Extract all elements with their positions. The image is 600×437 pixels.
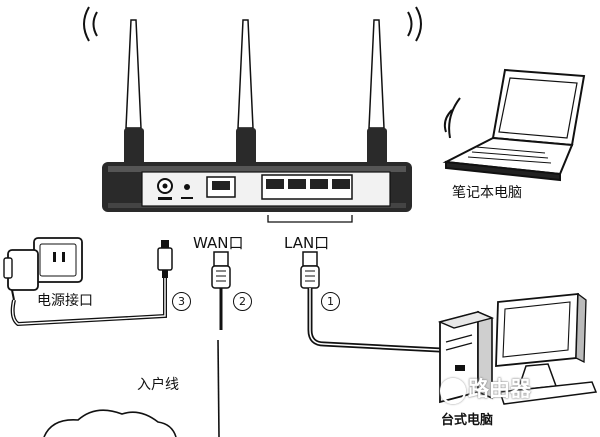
lan-bracket: [267, 215, 353, 223]
wan-port-label: WAN口: [193, 234, 244, 252]
dc-power-plug: [157, 240, 173, 278]
desktop-label: 台式电脑: [441, 413, 494, 428]
step-1-badge: 1: [321, 292, 340, 311]
router-antennas: [124, 19, 387, 166]
desktop-computer-icon: [437, 292, 598, 405]
router: [102, 162, 412, 212]
power-adapter: [3, 237, 167, 327]
watermark-logo-icon: [440, 378, 466, 404]
internet-cloud: [43, 409, 177, 437]
laptop-label: 笔记本电脑: [452, 185, 522, 201]
step-2-badge: 2: [233, 292, 252, 311]
wifi-signal-icon: [83, 6, 422, 42]
entry-line-label: 入户线: [137, 377, 179, 393]
lan-port-label: LAN口: [284, 234, 330, 252]
laptop-icon: [442, 68, 586, 182]
step-3-badge: 3: [172, 292, 191, 311]
watermark-text: 路由器: [468, 377, 531, 401]
wan-cable: [211, 251, 231, 437]
power-port-label: 电源接口: [37, 293, 93, 309]
lan-cable: [300, 251, 441, 353]
